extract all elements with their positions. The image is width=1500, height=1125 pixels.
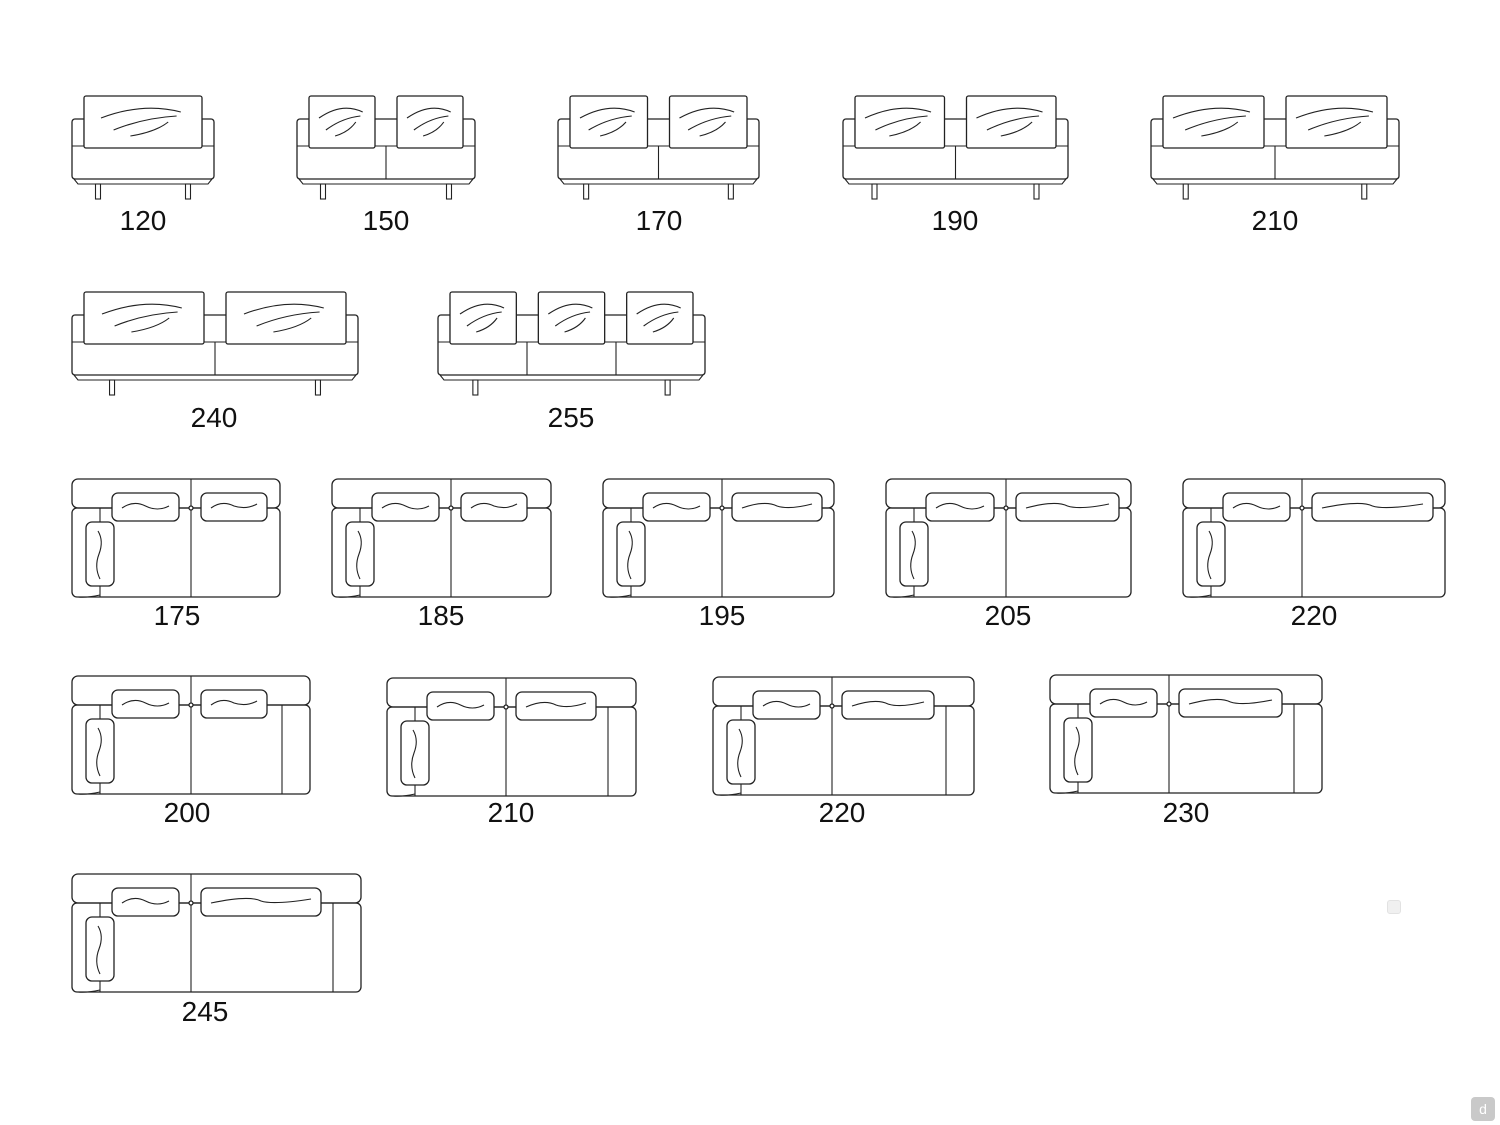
front-view-sofa (71, 95, 215, 200)
plan-view-sofa (71, 478, 281, 598)
front-view-sofa (437, 291, 706, 396)
size-label: 195 (698, 600, 746, 631)
size-label: 210 (487, 797, 535, 828)
size-label: 120 (119, 205, 167, 236)
size-label: 175 (153, 600, 201, 631)
size-label: 240 (190, 402, 238, 433)
plan-view-sofa (712, 676, 975, 796)
plan-view-sofa (1049, 674, 1323, 794)
size-label: 190 (931, 205, 979, 236)
front-view-sofa (1150, 95, 1400, 200)
size-label: 185 (417, 600, 465, 631)
size-label: 200 (163, 797, 211, 828)
plan-view-sofa (386, 677, 637, 797)
size-label: 230 (1162, 797, 1210, 828)
size-label: 220 (1290, 600, 1338, 631)
plan-view-sofa (71, 873, 362, 993)
plan-view-sofa (885, 478, 1132, 598)
front-view-sofa (71, 291, 359, 396)
size-label: 245 (181, 996, 229, 1027)
size-label: 210 (1251, 205, 1299, 236)
front-view-sofa (557, 95, 760, 200)
plan-view-sofa (71, 675, 311, 795)
front-view-sofa (842, 95, 1069, 200)
front-view-sofa (296, 95, 476, 200)
plan-view-sofa (331, 478, 552, 598)
plan-view-sofa (602, 478, 835, 598)
size-label: 255 (547, 402, 595, 433)
size-label: 150 (362, 205, 410, 236)
logo-icon: d (1471, 1097, 1495, 1121)
watermark-mark (1387, 900, 1401, 914)
plan-view-sofa (1182, 478, 1446, 598)
size-label: 220 (818, 797, 866, 828)
size-label: 170 (635, 205, 683, 236)
size-label: 205 (984, 600, 1032, 631)
